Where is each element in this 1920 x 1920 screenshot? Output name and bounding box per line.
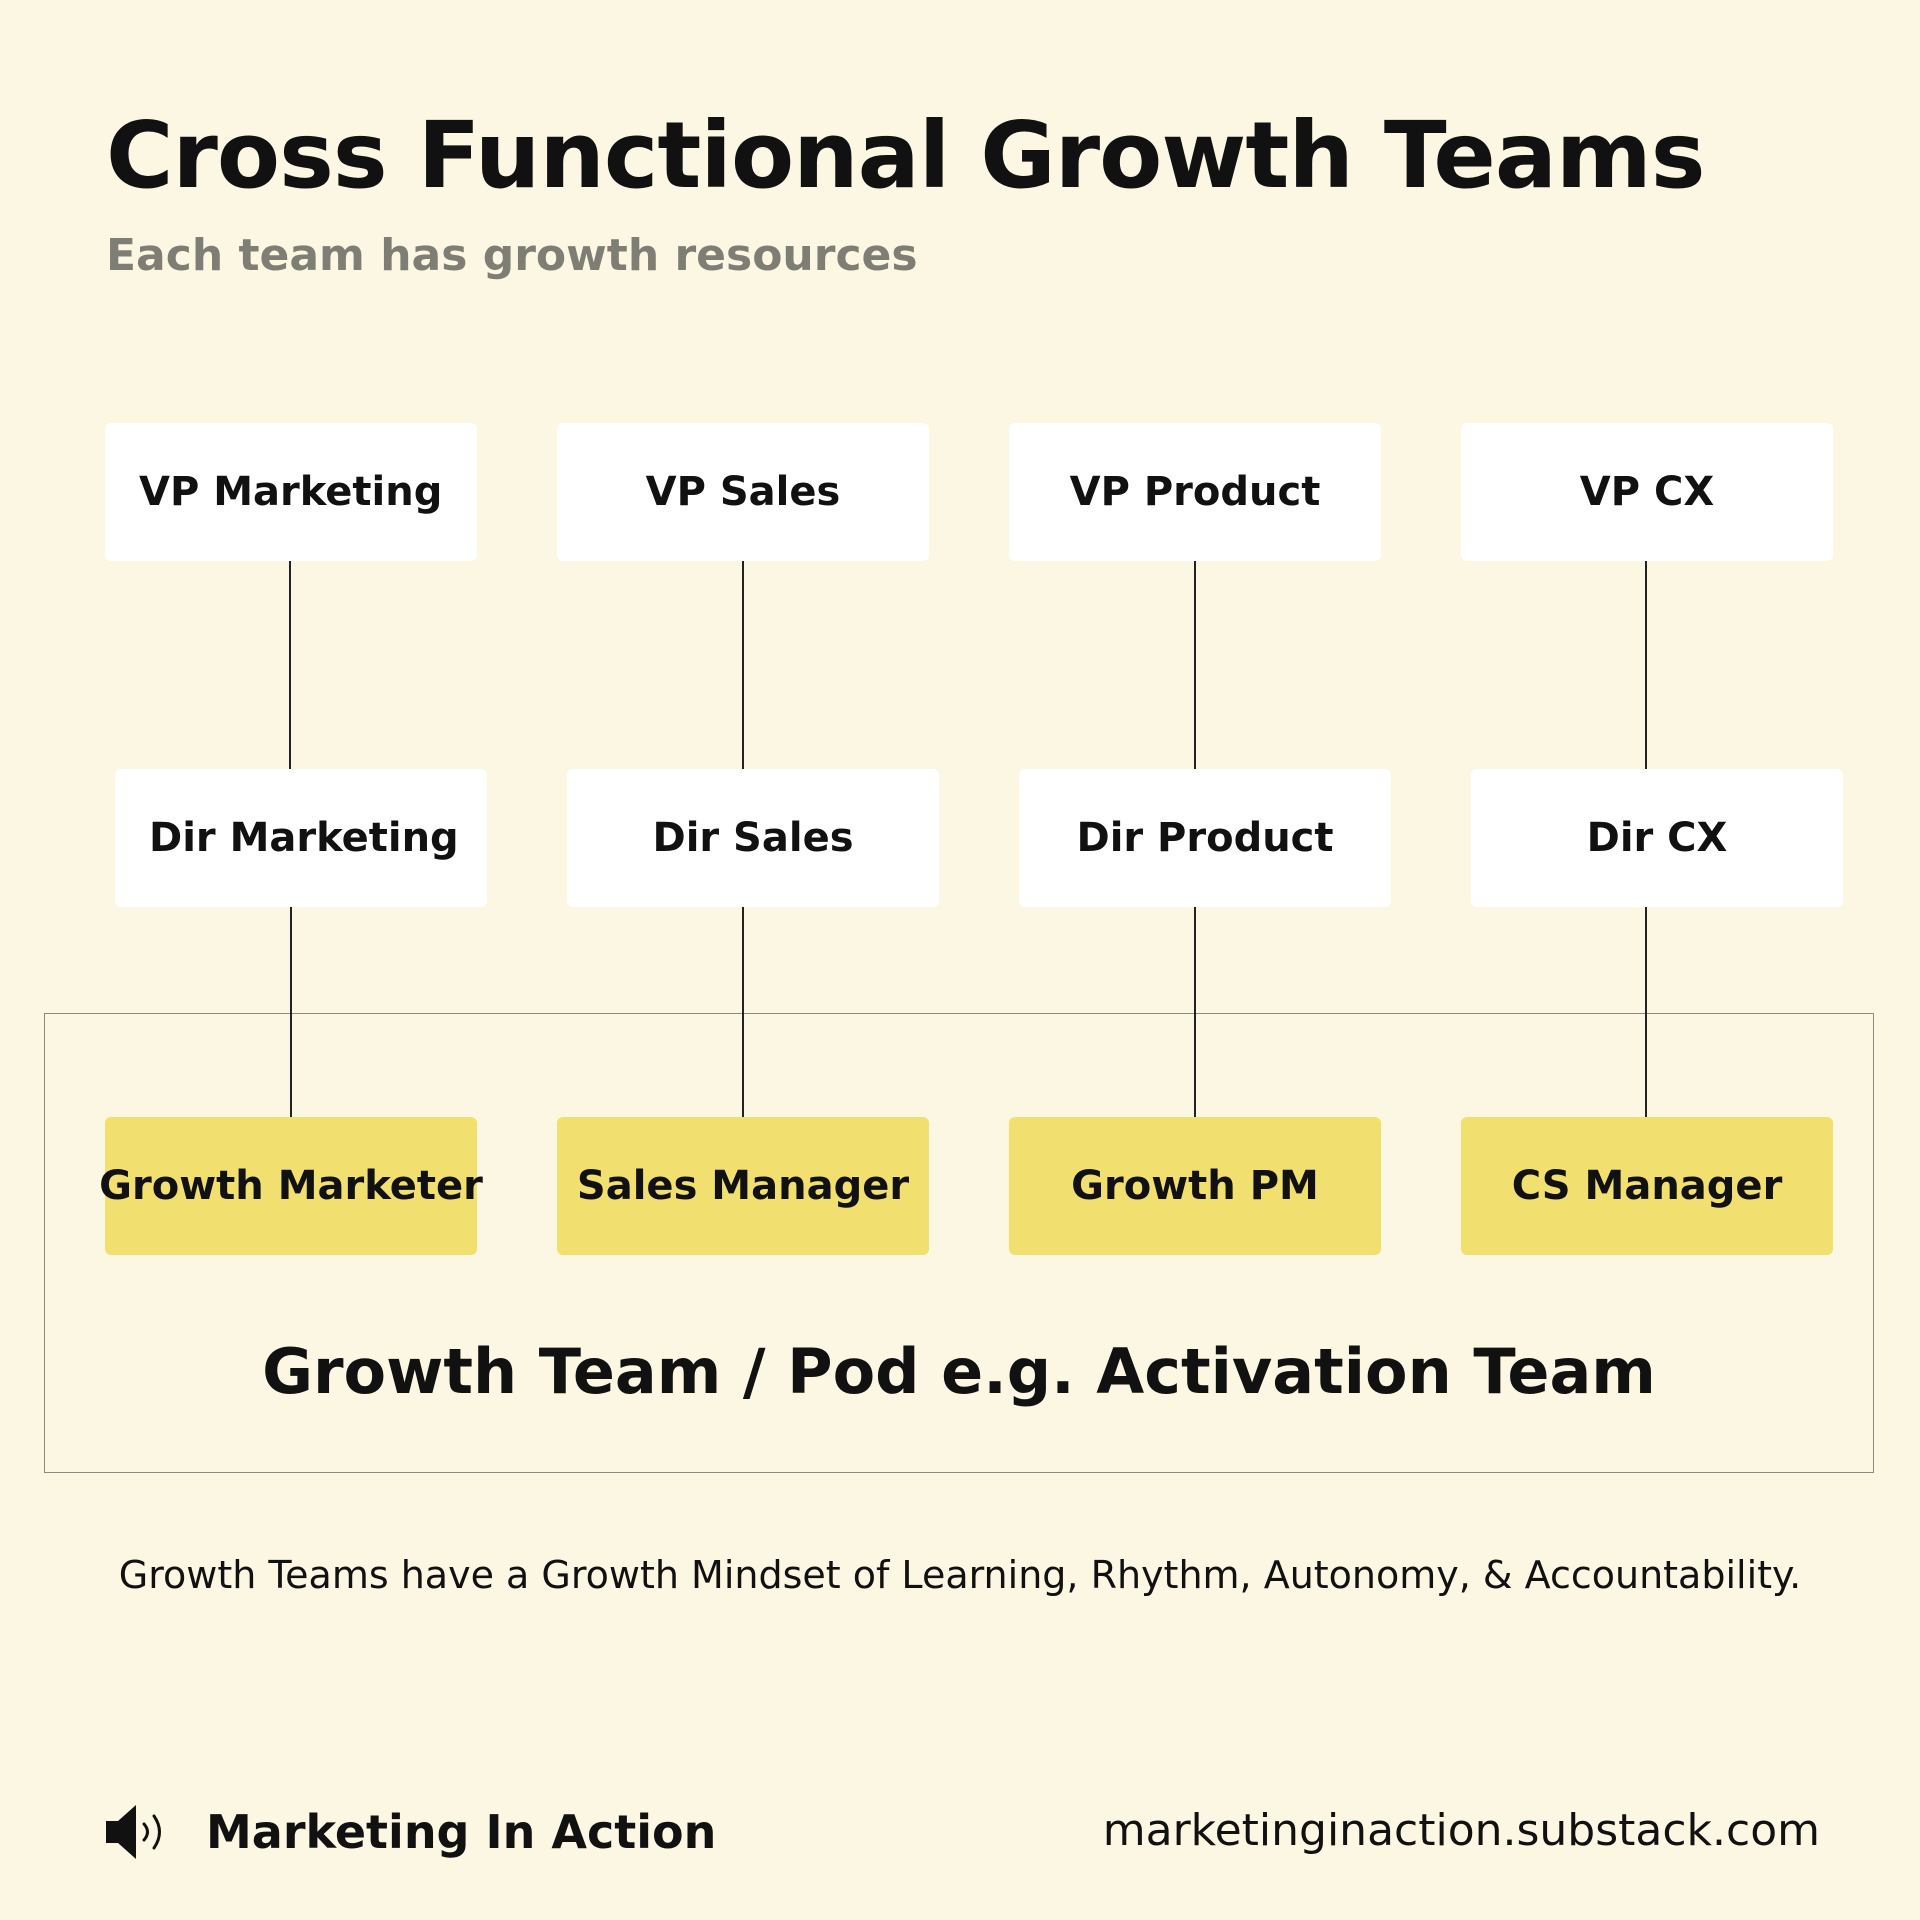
dir-product-box: Dir Product bbox=[1019, 769, 1391, 907]
connector-vp-dir-marketing bbox=[289, 561, 291, 769]
page-subtitle: Each team has growth resources bbox=[106, 230, 918, 281]
connector-dir-growth-marketing bbox=[290, 907, 292, 1117]
vp-marketing-box: VP Marketing bbox=[105, 423, 477, 561]
connector-dir-growth-cx bbox=[1645, 907, 1647, 1117]
dir-cx-box: Dir CX bbox=[1471, 769, 1843, 907]
connector-vp-dir-cx bbox=[1645, 561, 1647, 769]
mindset-note: Growth Teams have a Growth Mindset of Le… bbox=[118, 1553, 1802, 1597]
connector-vp-dir-sales bbox=[742, 561, 744, 769]
vp-sales-box: VP Sales bbox=[557, 423, 929, 561]
brand: Marketing In Action bbox=[102, 1800, 716, 1864]
vp-product-box: VP Product bbox=[1009, 423, 1381, 561]
growth-pod-frame bbox=[44, 1013, 1874, 1473]
brand-name: Marketing In Action bbox=[206, 1805, 717, 1859]
growth-marketer-box: Growth Marketer bbox=[99, 1117, 483, 1255]
dir-sales-box: Dir Sales bbox=[567, 769, 939, 907]
website-link[interactable]: marketinginaction.substack.com bbox=[1102, 1805, 1820, 1856]
connector-vp-dir-product bbox=[1194, 561, 1196, 769]
pod-label: Growth Team / Pod e.g. Activation Team bbox=[262, 1335, 1656, 1408]
sales-manager-box: Sales Manager bbox=[557, 1117, 929, 1255]
connector-dir-growth-sales bbox=[742, 907, 744, 1117]
page-title: Cross Functional Growth Teams bbox=[106, 102, 1706, 209]
megaphone-icon bbox=[102, 1800, 174, 1864]
vp-cx-box: VP CX bbox=[1461, 423, 1833, 561]
connector-dir-growth-product bbox=[1194, 907, 1196, 1117]
dir-marketing-box: Dir Marketing bbox=[115, 769, 487, 907]
growth-pm-box: Growth PM bbox=[1009, 1117, 1381, 1255]
cs-manager-box: CS Manager bbox=[1461, 1117, 1833, 1255]
